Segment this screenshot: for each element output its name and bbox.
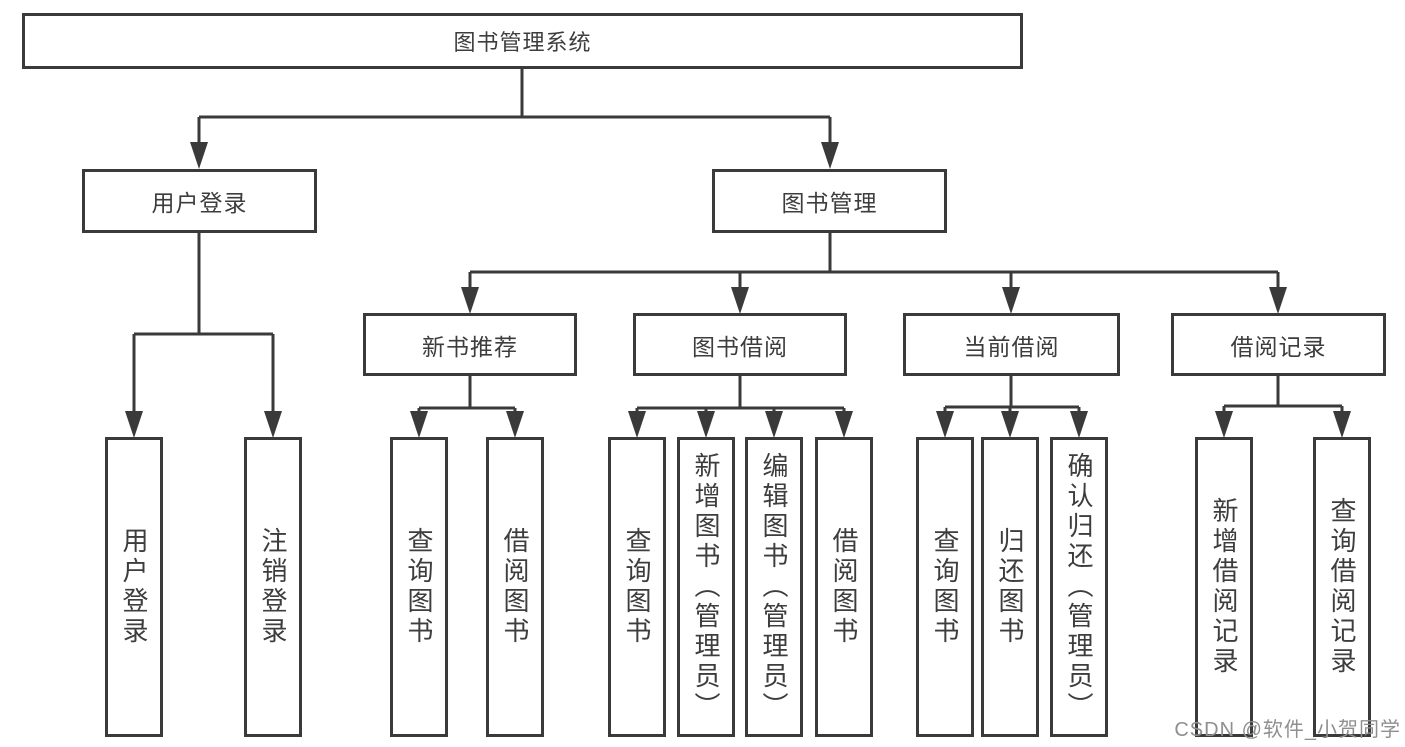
leaf-return-book: 归还图书 xyxy=(981,437,1039,737)
leaf-user-login: 用户登录 xyxy=(105,437,163,737)
leaf-query-borrow-record: 查询借阅记录 xyxy=(1313,437,1371,737)
leaf-confirm-return-admin: 确认归还（管理员） xyxy=(1050,437,1108,737)
csdn-watermark: CSDN @软件_小贺同学 xyxy=(1174,719,1401,741)
leaf-current-query: 查询图书 xyxy=(916,437,974,737)
node-label: 注销登录 xyxy=(258,527,288,647)
node-system-root: 图书管理系统 xyxy=(22,13,1023,69)
leaf-borrow-book: 借阅图书 xyxy=(815,437,873,737)
leaf-newbook-query: 查询图书 xyxy=(390,437,448,737)
leaf-logout: 注销登录 xyxy=(244,437,302,737)
node-user-login: 用户登录 xyxy=(82,169,317,233)
node-label: 确认归还（管理员） xyxy=(1064,452,1094,722)
node-new-book-recommend: 新书推荐 xyxy=(363,313,577,376)
node-current-borrowing: 当前借阅 xyxy=(903,313,1120,376)
node-label: 查询图书 xyxy=(404,527,434,647)
node-label: 归还图书 xyxy=(995,527,1025,647)
node-label: 当前借阅 xyxy=(963,333,1060,360)
leaf-borrow-add-admin: 新增图书（管理员） xyxy=(677,437,735,737)
node-label: 编辑图书（管理员） xyxy=(759,452,789,722)
node-label: 新增借阅记录 xyxy=(1209,497,1239,677)
leaf-newbook-borrow: 借阅图书 xyxy=(486,437,544,737)
node-label: 查询借阅记录 xyxy=(1327,497,1357,677)
leaf-add-borrow-record: 新增借阅记录 xyxy=(1195,437,1253,737)
node-label: 借阅图书 xyxy=(829,527,859,647)
node-label: 图书管理系统 xyxy=(453,30,592,55)
node-label: 查询图书 xyxy=(930,527,960,647)
node-label: 查询图书 xyxy=(622,527,652,647)
node-label: 新书推荐 xyxy=(422,333,518,360)
leaf-borrow-edit-admin: 编辑图书（管理员） xyxy=(745,437,803,737)
node-label: 用户登录 xyxy=(119,527,149,647)
node-label: 图书借阅 xyxy=(692,333,788,360)
leaf-borrow-query: 查询图书 xyxy=(608,437,666,737)
node-label: 图书管理 xyxy=(781,190,878,216)
node-label: 新增图书（管理员） xyxy=(691,452,721,722)
node-borrowing-records: 借阅记录 xyxy=(1171,313,1386,376)
node-label: 借阅图书 xyxy=(500,527,530,647)
node-book-management: 图书管理 xyxy=(712,169,947,233)
node-label: 用户登录 xyxy=(151,190,248,216)
node-book-borrowing: 图书借阅 xyxy=(633,313,847,376)
node-label: 借阅记录 xyxy=(1230,333,1327,360)
